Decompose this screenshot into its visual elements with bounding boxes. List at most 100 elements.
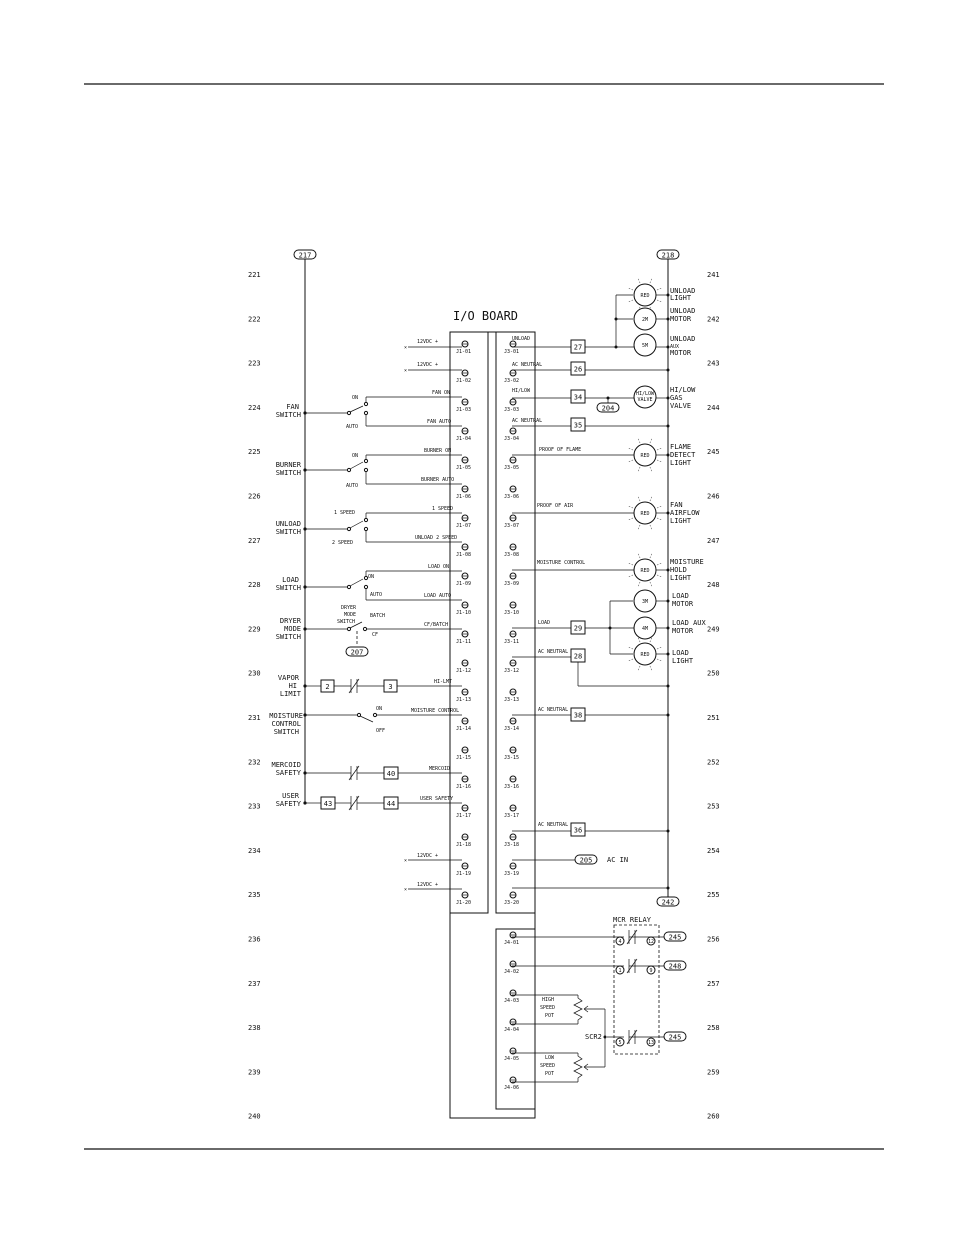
lamp-ray	[649, 278, 653, 284]
svg-text:218: 218	[662, 252, 675, 260]
lamp-ray	[628, 505, 634, 509]
pin-label: J3-03	[504, 407, 519, 413]
line-number-right: 245	[707, 448, 720, 456]
svg-text:MOTOR: MOTOR	[670, 315, 692, 323]
pin-label: J1-08	[456, 552, 471, 558]
svg-text:5: 5	[618, 1040, 621, 1046]
svg-text:29: 29	[574, 625, 582, 633]
pin-label: J3-06	[504, 494, 519, 500]
lamp-ray	[637, 306, 641, 312]
lamp-ray	[637, 581, 641, 587]
svg-text:245: 245	[669, 1034, 682, 1042]
j1-connector: J1-01J1-02J1-03J1-04J1-05J1-06J1-07J1-08…	[456, 340, 471, 906]
lamp-ray	[628, 299, 634, 303]
line-number-right: 258	[707, 1024, 720, 1032]
svg-text:UNLOAD: UNLOAD	[276, 520, 301, 528]
pin-label: J4-05	[504, 1056, 519, 1062]
svg-text:MCR RELAY: MCR RELAY	[613, 916, 652, 924]
pin-label: J3-12	[504, 668, 519, 674]
line-number-right: 250	[707, 670, 720, 678]
svg-text:UNLOAD 2 SPEED: UNLOAD 2 SPEED	[415, 535, 457, 541]
lamp-ray	[637, 665, 641, 671]
lamp-ray	[656, 505, 662, 509]
lamp-ray	[628, 658, 634, 662]
lamp-ray	[649, 306, 653, 312]
lamp-ray	[637, 553, 641, 559]
svg-text:USER SAFETY: USER SAFETY	[420, 796, 453, 802]
lamp-ray	[637, 637, 641, 643]
svg-text:SWITCH: SWITCH	[276, 584, 301, 592]
pin-label: J1-06	[456, 494, 471, 500]
fan-switch: FAN SWITCH ON AUTO FAN ON FAN AUTO	[276, 390, 462, 430]
svg-text:34: 34	[574, 394, 582, 402]
load-aux-motor: 4M LOAD AUX MOTOR	[633, 616, 707, 640]
svg-text:RED: RED	[640, 453, 649, 459]
svg-text:LOAD: LOAD	[672, 649, 689, 657]
svg-text:DRYER: DRYER	[341, 605, 357, 611]
svg-text:40: 40	[387, 770, 395, 778]
moisture-control-switch: MOISTURE CONTROL SWITCH ON OFF MOISTURE …	[269, 706, 462, 736]
line-number-left: 232	[248, 758, 261, 766]
mercoid-safety: MERCOID SAFETY 40 MERCOID	[271, 761, 462, 781]
lamp-ray	[649, 496, 653, 502]
svg-text:MOTOR: MOTOR	[672, 600, 694, 608]
svg-text:12: 12	[648, 939, 654, 945]
pin-label: J4-06	[504, 1085, 519, 1091]
line-number-left: 222	[248, 315, 261, 323]
svg-text:MOISTURE: MOISTURE	[670, 558, 704, 566]
mcr-relay: MCR RELAY 4 12 245 1 9 248 5 13	[512, 916, 687, 1055]
svg-text:9: 9	[649, 968, 652, 974]
vapor-hi-limit: VAPOR HI LIMIT 2 3 HI-LMT	[278, 674, 462, 698]
lamp-ray	[628, 517, 634, 521]
lamp-ray	[628, 646, 634, 650]
pin-label: J3-19	[504, 871, 519, 877]
line-number-left: 233	[248, 803, 261, 811]
moisture-hold-light: RED MOISTURE HOLD LIGHT	[633, 558, 704, 582]
speed-pots: HIGH SPEED POT LOW SPEED POT SCR2	[512, 994, 607, 1083]
line-number-right: 249	[707, 625, 720, 633]
line-number-right: 257	[707, 980, 720, 988]
lamp-ray	[628, 447, 634, 451]
ref-242: 242	[656, 896, 680, 907]
pin-label: J1-15	[456, 755, 471, 761]
pin-label: J1-04	[456, 436, 471, 442]
svg-text:28: 28	[574, 653, 582, 661]
svg-text:RED: RED	[640, 293, 649, 299]
load-motor: 3M LOAD MOTOR	[633, 589, 694, 613]
svg-text:12VDC +: 12VDC +	[417, 882, 438, 888]
pin-label: J3-09	[504, 581, 519, 587]
pin-label: J3-11	[504, 639, 519, 645]
svg-text:OFF: OFF	[376, 728, 385, 734]
line-number-left: 235	[248, 891, 261, 899]
svg-text:MERCOID: MERCOID	[429, 766, 450, 772]
svg-text:1 SPEED: 1 SPEED	[334, 510, 355, 516]
svg-text:MODE: MODE	[284, 625, 301, 633]
svg-text:LOAD: LOAD	[672, 592, 689, 600]
svg-text:26: 26	[574, 366, 582, 374]
svg-text:BATCH: BATCH	[370, 613, 385, 619]
lamp-ray	[656, 562, 662, 566]
svg-text:RED: RED	[640, 652, 649, 658]
pin-label: J1-03	[456, 407, 471, 413]
svg-text:4: 4	[618, 939, 621, 945]
pin-label: J1-16	[456, 784, 471, 790]
svg-text:AUX: AUX	[670, 344, 679, 350]
pin-label: J1-13	[456, 697, 471, 703]
dryer-mode-switch: DRYER MODE SWITCH DRYER MODE SWITCH BATC…	[276, 605, 462, 657]
line-number-left: 229	[248, 625, 261, 633]
svg-text:DRYER: DRYER	[280, 617, 302, 625]
svg-text:FAN ON: FAN ON	[432, 390, 450, 396]
pin-label: J3-13	[504, 697, 519, 703]
line-number-left: 227	[248, 537, 261, 545]
lamp-ray	[649, 581, 653, 587]
svg-text:FAN: FAN	[670, 501, 683, 509]
pin-label: J3-10	[504, 610, 519, 616]
svg-text:HI/LOW: HI/LOW	[636, 391, 655, 397]
line-number-left: 239	[248, 1068, 261, 1076]
svg-text:PROOF OF FLAME: PROOF OF FLAME	[539, 447, 581, 453]
svg-text:SWITCH: SWITCH	[276, 528, 301, 536]
lamp-ray	[656, 517, 662, 521]
line-number-right: 241	[707, 271, 720, 279]
svg-text:×: ×	[404, 368, 407, 374]
